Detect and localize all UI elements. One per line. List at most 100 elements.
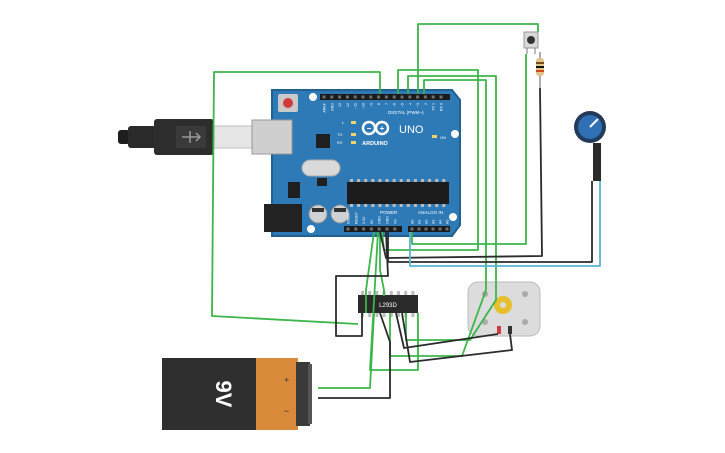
- digital-pin-label: 8: [377, 103, 381, 105]
- power-pin-hole[interactable]: [369, 227, 373, 231]
- ic-pin[interactable]: [397, 291, 400, 295]
- arduino-logo: − + ARDUINO: [361, 120, 390, 147]
- analog-pin-hole[interactable]: [410, 227, 414, 231]
- mcu-pin: [350, 204, 353, 207]
- mcu-pin: [406, 204, 410, 207]
- battery-label: 9V: [211, 381, 236, 408]
- ic-pin[interactable]: [368, 291, 372, 295]
- led-label-rx: RX: [337, 140, 343, 145]
- mcu-pin: [364, 204, 368, 207]
- analog-pin-label: A5: [446, 220, 450, 224]
- ic-pin[interactable]: [404, 291, 408, 295]
- potentiometer[interactable]: [574, 111, 606, 181]
- digital-pin-hole[interactable]: [361, 95, 365, 99]
- mcu-pin: [435, 204, 439, 207]
- ic-pin[interactable]: [375, 313, 379, 317]
- digital-pin-hole[interactable]: [392, 95, 396, 99]
- ic-pin[interactable]: [382, 313, 386, 317]
- l293d-label: L293D: [379, 303, 397, 309]
- mcu-pin: [385, 179, 389, 182]
- analog-pin-hole[interactable]: [417, 227, 421, 231]
- analog-pin-label: A3: [432, 220, 436, 224]
- mcu-pin: [371, 204, 375, 207]
- power-jack: [264, 204, 302, 232]
- led-label-tx: TX: [337, 132, 342, 137]
- arduino-logo-text: ARDUINO: [362, 141, 388, 147]
- digital-pin-hole[interactable]: [369, 95, 373, 99]
- power-pin-hole[interactable]: [377, 227, 381, 231]
- mcu-pin: [399, 179, 403, 182]
- power-pin-hole[interactable]: [354, 227, 358, 231]
- mcu-pin: [385, 204, 389, 207]
- pushbutton[interactable]: [523, 31, 539, 54]
- ic-pin[interactable]: [397, 313, 400, 317]
- dc-motor[interactable]: [467, 281, 541, 337]
- wire-green-9[interactable]: [379, 232, 385, 296]
- power-pin-hole[interactable]: [346, 227, 350, 231]
- ic-pin[interactable]: [375, 291, 379, 295]
- digital-pin-label: 12: [346, 103, 350, 107]
- analog-pin-hole[interactable]: [424, 227, 428, 231]
- mcu-pin: [364, 179, 368, 182]
- wire-green-8[interactable]: [369, 231, 419, 371]
- l293d-chip[interactable]: L293D: [358, 291, 418, 317]
- mcu-pin: [371, 179, 375, 182]
- wire-cyan-1[interactable]: [409, 181, 601, 267]
- power-pin-hole[interactable]: [393, 227, 397, 231]
- digital-pin-hole[interactable]: [322, 95, 326, 99]
- mcu-pin: [442, 204, 446, 207]
- wire-green-6[interactable]: [411, 54, 527, 245]
- digital-pin-label: 7: [385, 103, 389, 105]
- ic-pin[interactable]: [389, 291, 393, 295]
- digital-pin-hole[interactable]: [439, 95, 443, 99]
- digital-pin-hole[interactable]: [431, 95, 435, 99]
- wire-green-7[interactable]: [365, 231, 375, 313]
- digital-pin-hole[interactable]: [408, 95, 412, 99]
- wire-dark-3[interactable]: [335, 231, 389, 337]
- crystal: [301, 159, 341, 177]
- wire-dark-6[interactable]: [395, 312, 499, 349]
- resistor: [536, 52, 544, 88]
- digital-pin-hole[interactable]: [377, 95, 381, 99]
- analog-header[interactable]: [408, 226, 450, 232]
- digital-pin-hole[interactable]: [345, 95, 349, 99]
- analog-pin-label: A2: [425, 220, 429, 224]
- ic-pin[interactable]: [411, 313, 415, 317]
- battery-9v[interactable]: 9V + −: [162, 358, 312, 430]
- ic-pin[interactable]: [389, 313, 393, 317]
- digital-header-label: DIGITAL (PWM~): [388, 110, 424, 115]
- digital-pin-label: ~11: [354, 103, 358, 109]
- power-pin-hole[interactable]: [362, 227, 366, 231]
- svg-text:+: +: [380, 124, 385, 133]
- wire-dark-4[interactable]: [318, 312, 391, 399]
- mcu-pin: [399, 204, 403, 207]
- digital-pin-hole[interactable]: [400, 95, 404, 99]
- wire-green-2[interactable]: [417, 23, 539, 94]
- analog-pin-hole[interactable]: [431, 227, 435, 231]
- wire-green-1[interactable]: [211, 71, 381, 325]
- wire-dark-2[interactable]: [387, 181, 593, 263]
- digital-pin-hole[interactable]: [423, 95, 427, 99]
- digital-pin-hole[interactable]: [330, 95, 334, 99]
- digital-pin-hole[interactable]: [353, 95, 357, 99]
- wire-dark-5[interactable]: [401, 312, 513, 363]
- ic-pin[interactable]: [361, 291, 364, 295]
- ic-pin[interactable]: [411, 291, 415, 295]
- mcu-pin: [428, 179, 432, 182]
- power-pin-hole[interactable]: [385, 227, 389, 231]
- digital-pin-hole[interactable]: [338, 95, 342, 99]
- mcu-pin: [442, 179, 446, 182]
- analog-pin-hole[interactable]: [438, 227, 442, 231]
- power-header[interactable]: [344, 226, 402, 232]
- wire-dark-1[interactable]: [379, 87, 543, 259]
- digital-pin-hole[interactable]: [416, 95, 420, 99]
- digital-pin-label: ~3: [416, 103, 420, 107]
- analog-pin-hole[interactable]: [445, 227, 449, 231]
- ic-pin[interactable]: [368, 313, 372, 317]
- digital-pin-hole[interactable]: [384, 95, 388, 99]
- led-label-l: L: [342, 120, 345, 125]
- usb-jack: [251, 119, 293, 155]
- wire-green-10[interactable]: [318, 312, 375, 389]
